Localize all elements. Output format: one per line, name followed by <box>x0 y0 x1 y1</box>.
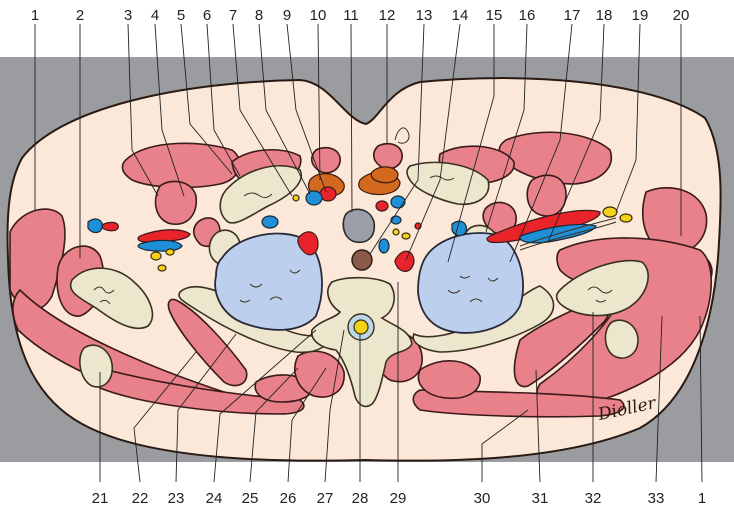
label-top-17: 17 <box>564 7 581 24</box>
right-lung <box>418 233 523 333</box>
right-sternocleidomastoid <box>374 144 402 169</box>
label-top-12: 12 <box>379 7 396 24</box>
right-paravertebral-muscle-a <box>418 361 480 398</box>
right-nerve-d <box>620 214 632 222</box>
label-bottom-24: 24 <box>206 490 223 507</box>
label-bottom-28: 28 <box>352 490 369 507</box>
trachea <box>343 209 374 242</box>
left-jugular-vein <box>306 191 322 205</box>
right-humerus-head <box>605 320 638 358</box>
right-shoulder-muscle <box>527 175 566 216</box>
label-bottom-31: 31 <box>532 490 549 507</box>
right-carotid-artery <box>376 201 388 211</box>
right-jugular-vein <box>391 196 405 208</box>
label-top-1: 1 <box>31 7 39 24</box>
label-top-10: 10 <box>310 7 327 24</box>
right-nerve-c <box>603 207 617 217</box>
label-top-5: 5 <box>177 7 185 24</box>
left-sternocleidomastoid <box>312 148 340 173</box>
label-top-8: 8 <box>255 7 263 24</box>
label-bottom-25: 25 <box>242 490 259 507</box>
label-top-20: 20 <box>673 7 690 24</box>
labels-top: 1 2 3 4 5 6 7 8 9 10 11 12 13 14 15 16 1… <box>31 7 690 24</box>
label-top-6: 6 <box>203 7 211 24</box>
label-top-11: 11 <box>343 7 359 24</box>
label-bottom-30: 30 <box>474 490 491 507</box>
label-bottom-32: 32 <box>585 490 602 507</box>
left-shoulder-muscle <box>156 181 197 224</box>
label-bottom-33: 33 <box>648 490 665 507</box>
left-nerve-c <box>158 265 166 271</box>
label-top-14: 14 <box>452 7 469 24</box>
right-nerve-b <box>393 229 399 235</box>
label-bottom-29: 29 <box>390 490 407 507</box>
right-vein-medial <box>379 239 389 253</box>
esophagus <box>352 250 372 270</box>
left-vein-small <box>262 216 278 228</box>
label-top-18: 18 <box>596 7 613 24</box>
label-bottom-1: 1 <box>698 490 706 507</box>
label-bottom-27: 27 <box>317 490 334 507</box>
right-nerve-a <box>402 233 410 239</box>
label-top-7: 7 <box>229 7 237 24</box>
label-top-4: 4 <box>151 7 159 24</box>
label-bottom-26: 26 <box>280 490 297 507</box>
label-bottom-22: 22 <box>132 490 149 507</box>
label-top-13: 13 <box>416 7 433 24</box>
label-top-16: 16 <box>519 7 536 24</box>
spinal-cord <box>354 320 368 334</box>
right-lymph-node-b <box>371 167 398 183</box>
left-vein-lateral <box>88 219 102 232</box>
left-nerve-b <box>166 249 174 255</box>
label-top-3: 3 <box>124 7 132 24</box>
label-bottom-23: 23 <box>168 490 185 507</box>
label-top-9: 9 <box>283 7 291 24</box>
label-top-2: 2 <box>76 7 84 24</box>
labels-bottom: 21 22 23 24 25 26 27 28 29 30 31 32 33 1 <box>92 490 707 507</box>
label-top-19: 19 <box>632 7 649 24</box>
label-bottom-21: 21 <box>92 490 109 507</box>
left-nerve-a <box>151 252 161 260</box>
label-top-15: 15 <box>486 7 503 24</box>
left-nerve-tiny <box>293 195 299 201</box>
